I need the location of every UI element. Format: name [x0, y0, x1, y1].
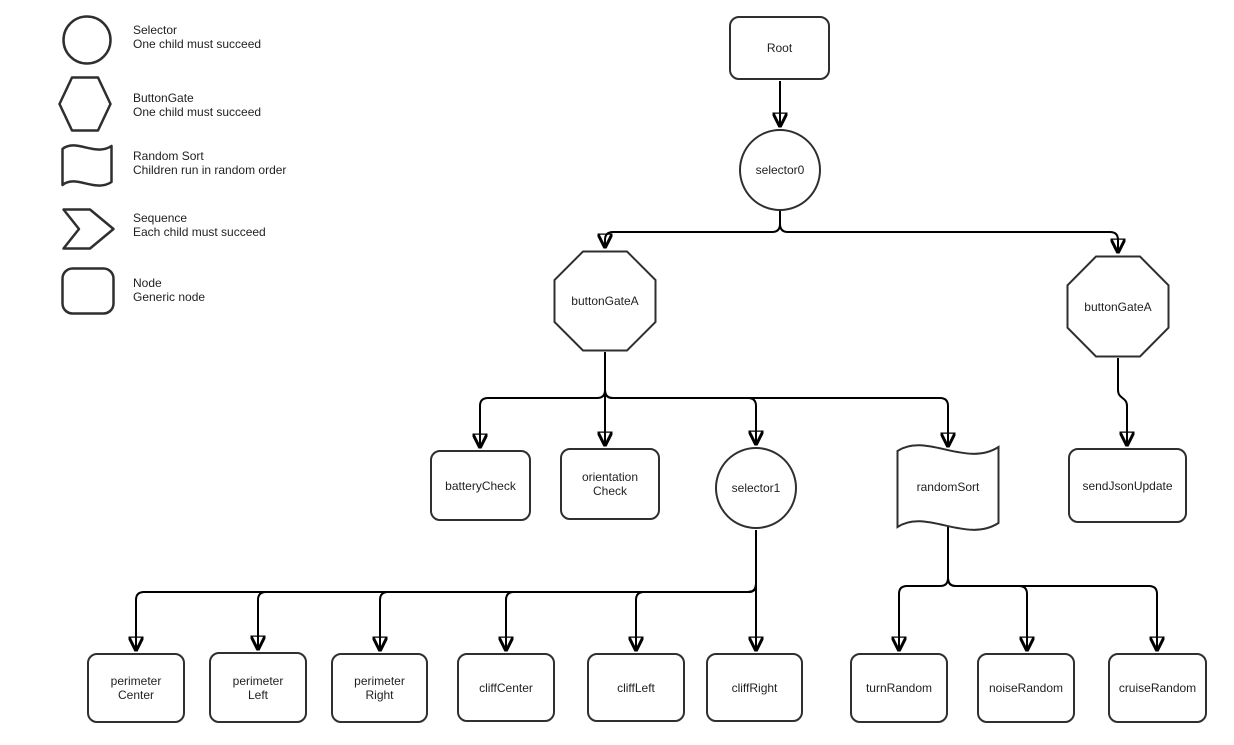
tree-node-buttongate-right: buttonGateA: [1066, 255, 1170, 358]
buttongate-hexagon-icon: [58, 76, 112, 132]
octagon-shape: [553, 250, 657, 352]
wave-shape: [896, 444, 1000, 531]
tree-node-cruiserandom: cruiseRandom: [1108, 653, 1207, 723]
edge-selector1-cliffleft: [636, 530, 757, 649]
tree-node-label: randomSort: [916, 480, 980, 494]
tree-node-label: perimeter Left: [232, 673, 284, 702]
random-sort-wave-icon: [61, 144, 113, 187]
tree-node-label: selector1: [731, 481, 781, 495]
legend-item-desc: Generic node: [133, 290, 206, 304]
tree-node-label: perimeter Center: [110, 674, 162, 702]
node-rounded-rect-icon: [61, 267, 115, 315]
tree-node-label: cliffRight: [731, 680, 778, 695]
legend-item-name: Sequence: [133, 211, 188, 225]
tree-node-label: turnRandom: [865, 681, 933, 695]
legend-item-buttongate: ButtonGate One child must succeed: [58, 76, 358, 134]
legend-item-selector: Selector One child must succeed: [62, 15, 362, 67]
legend-item-sequence: Sequence Each child must succeed: [62, 208, 362, 250]
legend-item-name: Random Sort: [133, 149, 204, 163]
legend-item-desc: Each child must succeed: [133, 225, 266, 239]
tree-node-selector1: selector1: [715, 447, 797, 529]
tree-node-cliffcenter: cliffCenter: [457, 653, 555, 722]
tree-node-label: cliffLeft: [617, 680, 655, 695]
octagon-shape: [1066, 255, 1170, 358]
legend-item-name: ButtonGate: [133, 91, 194, 105]
legend-item-node: Node Generic node: [61, 267, 361, 315]
legend-item-random-sort: Random Sort Children run in random order: [61, 142, 361, 190]
tree-node-label: sendJsonUpdate: [1082, 478, 1173, 493]
selector-circle-icon: [62, 15, 112, 65]
tree-node-label: orientation Check: [581, 470, 639, 498]
tree-node-perimeterright: perimeter Right: [331, 653, 428, 723]
edge-buttongate-right-sendjsonupdate: [1117, 358, 1127, 444]
edge-randomsort-noiserandom: [947, 527, 1027, 649]
tree-node-sendjsonupdate: sendJsonUpdate: [1068, 448, 1187, 523]
tree-node-label: noiseRandom: [988, 681, 1064, 695]
tree-node-selector0: selector0: [739, 129, 821, 211]
legend-item-desc: One child must succeed: [133, 105, 262, 119]
tree-node-noiserandom: noiseRandom: [977, 653, 1075, 723]
edge-selector0-buttongate-right: [779, 211, 1118, 251]
sequence-chevron-icon: [62, 208, 115, 250]
tree-node-cliffleft: cliffLeft: [587, 653, 685, 722]
tree-node-perimeterleft: perimeter Left: [209, 652, 307, 723]
tree-node-turnrandom: turnRandom: [850, 653, 948, 723]
tree-node-orientationcheck: orientation Check: [560, 448, 660, 520]
tree-node-cliffright: cliffRight: [706, 653, 803, 722]
tree-node-label: Root: [766, 41, 793, 55]
tree-node-root: Root: [729, 16, 830, 80]
edge-selector1-cliffcenter: [506, 530, 757, 649]
legend-item-name: Selector: [133, 23, 178, 37]
tree-node-label: cliffCenter: [479, 680, 533, 695]
tree-node-batterycheck: batteryCheck: [430, 450, 531, 521]
tree-node-label: selector0: [755, 163, 805, 177]
edge-selector0-buttongate-left: [605, 211, 781, 246]
edge-randomsort-turnrandom: [899, 527, 949, 649]
tree-node-buttongate-left: buttonGateA: [553, 250, 657, 352]
tree-node-label: perimeter Right: [354, 674, 405, 702]
tree-node-randomsort: randomSort: [896, 440, 1000, 534]
tree-node-perimetercenter: perimeter Center: [87, 653, 185, 723]
edge-randomsort-cruiserandom: [947, 527, 1157, 649]
tree-node-label: cruiseRandom: [1118, 681, 1197, 695]
legend-item-name: Node: [133, 276, 162, 290]
edge-selector1-perimeterright: [380, 530, 757, 649]
tree-node-label: buttonGateA: [1084, 299, 1152, 314]
legend-item-desc: One child must succeed: [133, 37, 262, 51]
edge-buttongate-left-batterycheck: [480, 352, 606, 446]
tree-node-label: batteryCheck: [445, 478, 516, 493]
edge-selector1-perimetercenter: [136, 530, 757, 649]
edge-buttongate-left-randomsort: [604, 352, 948, 445]
tree-node-label: buttonGateA: [571, 294, 639, 308]
legend-item-desc: Children run in random order: [133, 163, 287, 177]
